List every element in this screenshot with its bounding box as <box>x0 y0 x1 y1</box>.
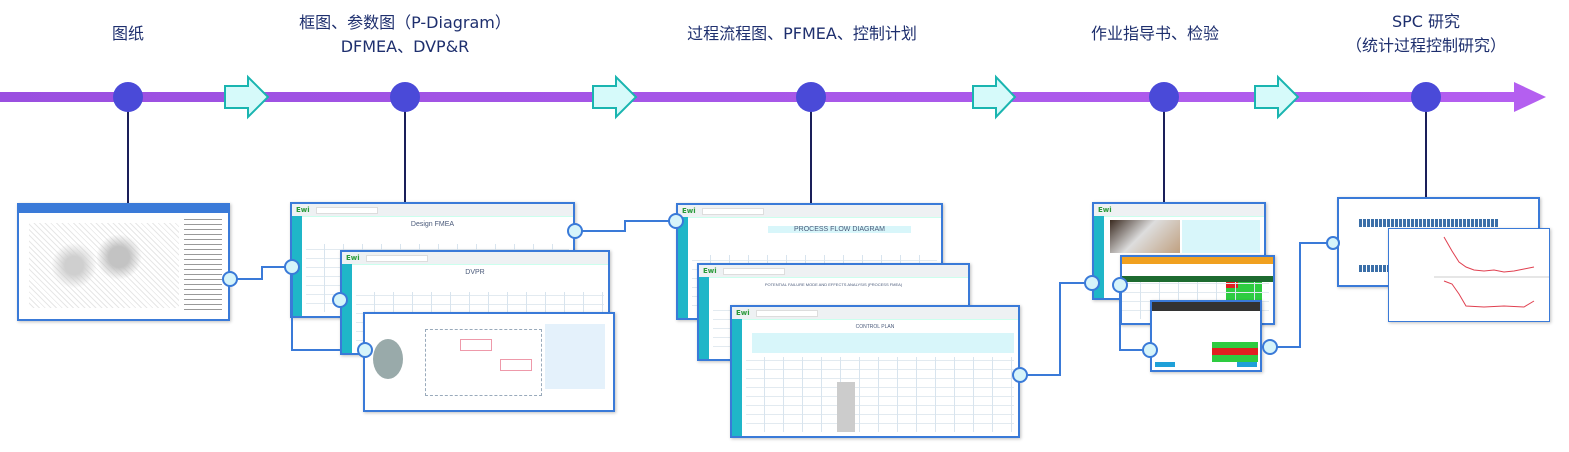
stage-node <box>796 82 826 112</box>
spc-trend-line <box>1443 280 1535 308</box>
connector-node <box>1262 339 1278 355</box>
spc-trend-line <box>1443 236 1535 273</box>
stage-label-drawing: 图纸 <box>111 24 145 43</box>
connector-node <box>1084 275 1100 291</box>
connector-node <box>1012 367 1028 383</box>
connector-node <box>284 259 300 275</box>
stage-arrow-icon <box>592 74 638 120</box>
stage-label-process: 过程流程图、PFMEA、控制计划 <box>687 24 917 43</box>
drawing-thumbnail <box>17 203 230 321</box>
stage-node <box>113 82 143 112</box>
connector-node <box>1326 236 1340 250</box>
timeline-line <box>0 92 1520 102</box>
stage-node <box>390 82 420 112</box>
stage-label-spc: SPC 研究（统计过程控制研究） <box>1345 12 1507 55</box>
block-diagram-thumbnail <box>363 312 615 412</box>
control-plan-thumbnail: Ewi CONTROL PLAN <box>730 305 1020 438</box>
stage-arrow-icon <box>224 74 270 120</box>
stage-node <box>1149 82 1179 112</box>
connector-node <box>668 213 684 229</box>
stage-label-design: 框图、参数图（P-Diagram）DFMEA、DVP&R <box>299 13 511 56</box>
stage-node <box>1411 82 1441 112</box>
timeline-arrowhead <box>1514 82 1546 112</box>
stage-arrow-icon <box>1254 74 1300 120</box>
inspection-tablet-thumbnail <box>1150 300 1262 372</box>
connector-node <box>567 223 583 239</box>
connector-node <box>357 342 373 358</box>
connector-node <box>332 292 348 308</box>
spc-capability-thumbnail <box>1388 228 1550 322</box>
stage-arrow-icon <box>972 74 1017 120</box>
connector-node <box>222 271 238 287</box>
connector-node <box>1112 277 1128 293</box>
connector-node <box>1142 342 1158 358</box>
stage-label-work-instruction: 作业指导书、检验 <box>1090 24 1220 43</box>
